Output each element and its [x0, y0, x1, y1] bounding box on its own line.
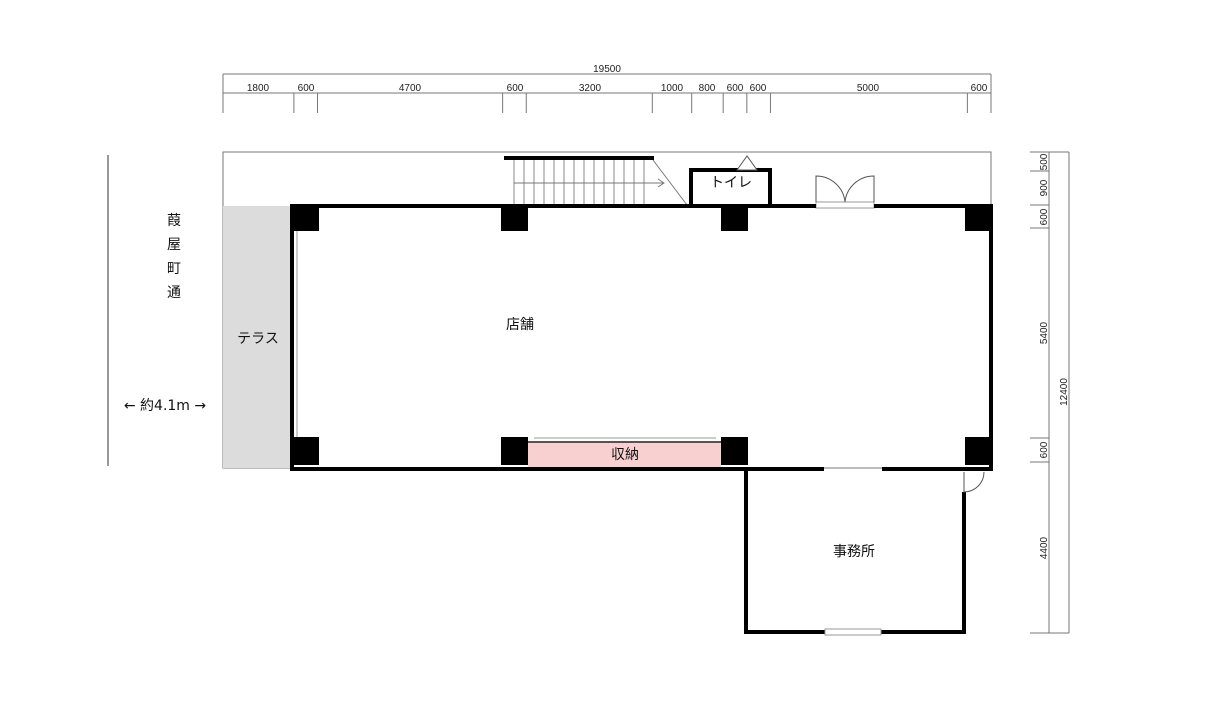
column: [965, 437, 992, 465]
column: [721, 437, 748, 465]
columns: [292, 206, 992, 465]
office-door[interactable]: [963, 471, 985, 493]
dim-label: 800: [699, 83, 716, 94]
column: [292, 206, 319, 231]
store-walls: [290, 204, 993, 471]
site-boundary: [222, 151, 992, 469]
column: [721, 206, 748, 231]
street-name-char: 通: [167, 285, 181, 301]
office-label: 事務所: [833, 544, 875, 560]
column: [292, 437, 319, 465]
right-dimension: 500 900 600 5400 600 4400 12400: [1030, 151, 1070, 634]
storage-label: 収納: [611, 447, 639, 463]
toilet-label: トイレ: [710, 175, 752, 191]
dim-label: 1000: [661, 83, 684, 94]
top-dimension: 19500 1800 600 4700 600 3200 1000 800 60…: [222, 64, 992, 113]
dim-label: 600: [727, 83, 744, 94]
store-label: 店舗: [506, 317, 534, 333]
dim-total-width: 19500: [593, 64, 621, 75]
dim-total-height: 12400: [1059, 378, 1070, 406]
dim-label: 600: [1039, 441, 1050, 458]
street-name-char: 町: [167, 261, 181, 277]
street-name-char: 葭: [167, 213, 181, 229]
dim-label: 500: [1039, 153, 1050, 170]
dim-label: 900: [1039, 179, 1050, 196]
dim-label: 5400: [1039, 321, 1050, 344]
office-walls: [744, 469, 966, 636]
street-width-label: ← 約4.1m →: [124, 398, 207, 414]
dim-label: 3200: [579, 83, 602, 94]
dim-label: 600: [971, 83, 988, 94]
column: [501, 437, 528, 465]
street-name-char: 屋: [167, 237, 181, 253]
dim-label: 600: [750, 83, 767, 94]
dim-label: 600: [298, 83, 315, 94]
column: [501, 206, 528, 231]
dim-label: 5000: [857, 83, 880, 94]
dim-label: 4400: [1039, 536, 1050, 559]
entrance-door[interactable]: [815, 175, 875, 209]
dim-label: 1800: [247, 83, 270, 94]
dim-label: 600: [1039, 208, 1050, 225]
stairs: [504, 156, 688, 206]
storage-area: [528, 442, 721, 467]
column: [965, 206, 992, 231]
toilet-door-icon: [736, 155, 758, 171]
dim-label: 4700: [399, 83, 422, 94]
dim-label: 600: [507, 83, 524, 94]
terrace-area: [223, 206, 293, 468]
terrace-label: テラス: [237, 331, 279, 347]
